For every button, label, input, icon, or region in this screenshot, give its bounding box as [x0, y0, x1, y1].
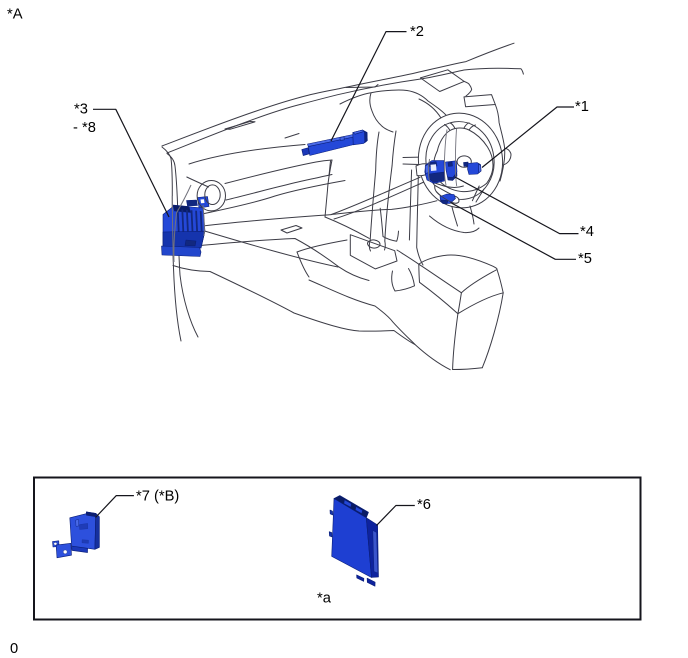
svg-text:*A: *A	[7, 6, 23, 22]
svg-text:*5: *5	[578, 251, 592, 267]
svg-text:*a: *a	[317, 590, 332, 606]
svg-text:*4: *4	[580, 224, 594, 240]
svg-text:*1: *1	[575, 99, 589, 115]
svg-text:0: 0	[10, 641, 18, 657]
svg-text:*7 (*B): *7 (*B)	[136, 488, 179, 504]
svg-text:- *8: - *8	[73, 120, 96, 136]
svg-text:*2: *2	[410, 24, 424, 40]
svg-text:*3: *3	[74, 101, 88, 117]
svg-text:*6: *6	[417, 497, 431, 513]
